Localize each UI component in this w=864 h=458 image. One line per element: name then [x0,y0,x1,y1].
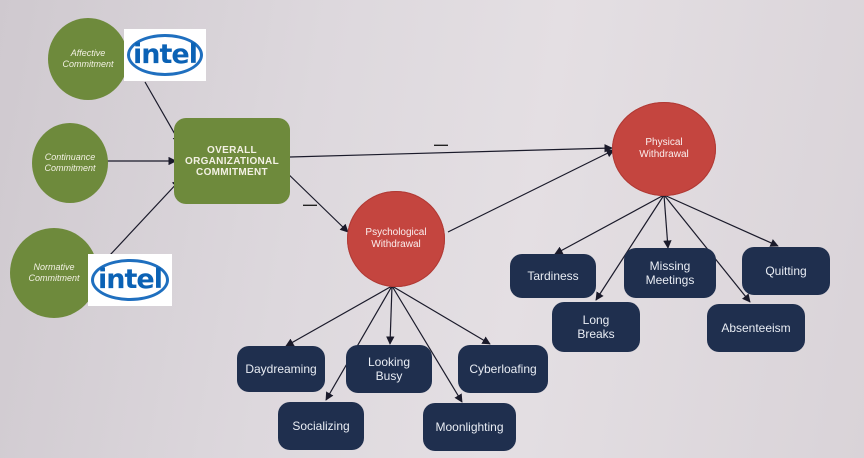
moonlighting-box: Moonlighting [423,403,516,451]
intel-logo-top: intel [124,29,206,81]
physical-withdrawal-node: Physical Withdrawal [612,102,716,196]
affective-commitment-node: Affective Commitment [48,18,128,100]
daydreaming-box: Daydreaming [237,346,325,392]
affective-commitment-label: Affective Commitment [62,48,114,69]
missing-meetings-label: Missing Meetings [645,259,695,287]
arrow-psych-to-socializing [325,285,393,401]
intel-logo-bottom: intel [88,254,172,306]
arrow-psych-to-looking-busy [386,285,395,345]
daydreaming-label: Daydreaming [245,362,317,376]
arrow-phys-to-long-breaks [595,194,665,301]
arrow-phys-to-missing-meetings [663,194,672,249]
intel-logo-text: intel [98,264,163,295]
overall-commitment-node: OVERALL ORGANIZATIONAL COMMITMENT [174,118,290,204]
psychological-withdrawal-node: Psychological Withdrawal [347,191,445,287]
arrow-overall-to-psychological [281,167,349,233]
physical-withdrawal-label: Physical Withdrawal [639,137,689,160]
continuance-commitment-label: Continuance Commitment [44,152,96,173]
long-breaks-box: Long Breaks [552,302,640,352]
absenteeism-box: Absenteeism [707,304,805,352]
arrow-phys-to-tardiness [554,194,665,255]
moonlighting-label: Moonlighting [435,420,504,434]
continuance-commitment-node: Continuance Commitment [32,123,108,203]
intel-logo-ring: intel [127,34,203,76]
long-breaks-label: Long Breaks [577,313,615,341]
quitting-box: Quitting [742,247,830,295]
cyberloafing-box: Cyberloafing [458,345,548,393]
socializing-box: Socializing [278,402,364,450]
absenteeism-label: Absenteeism [721,321,791,335]
socializing-label: Socializing [292,419,350,433]
looking-busy-box: Looking Busy [346,345,432,393]
arrow-psych-to-moonlighting [391,285,463,403]
arrow-normative-to-overall [109,179,181,256]
negative-sign-psychological: — [303,196,317,212]
arrow-phys-to-quitting [663,194,779,247]
cyberloafing-label: Cyberloafing [469,362,537,376]
tardiness-label: Tardiness [527,269,579,283]
arrow-psych-to-daydreaming [285,285,393,347]
psychological-withdrawal-label: Psychological Withdrawal [365,227,427,250]
intel-logo-text: intel [133,39,198,70]
intel-logo-ring: intel [91,259,169,301]
arrow-psych-to-cyberloafing [391,285,491,345]
normative-commitment-node: Normative Commitment [10,228,98,318]
arrow-psychological-to-physical [447,149,615,233]
arrow-overall-to-physical [289,144,613,158]
negative-sign-physical: — [434,136,448,152]
looking-busy-label: Looking Busy [367,355,411,383]
overall-commitment-label: OVERALL ORGANIZATIONAL COMMITMENT [184,144,279,178]
quitting-label: Quitting [765,264,807,278]
missing-meetings-box: Missing Meetings [624,248,716,298]
normative-commitment-label: Normative Commitment [28,262,80,283]
tardiness-box: Tardiness [510,254,596,298]
